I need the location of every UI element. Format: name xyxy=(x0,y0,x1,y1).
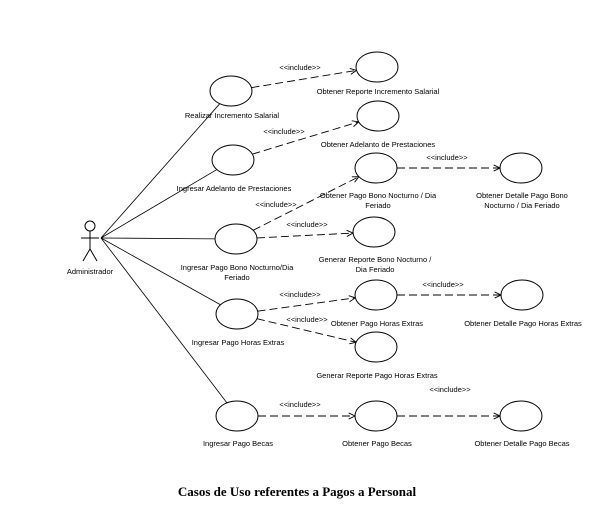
actor-left-leg xyxy=(82,248,91,262)
include-line xyxy=(256,232,354,239)
include-label: <<include>> xyxy=(429,385,471,394)
use-case-label-line: Obtener Pago Horas Extras xyxy=(331,319,423,328)
association-line xyxy=(100,103,221,239)
use-case-label-line: Generar Reporte Bono Nocturno / xyxy=(319,255,432,264)
use-case-ellipse xyxy=(211,144,255,176)
diagram-caption: Casos de Uso referentes a Pagos a Person… xyxy=(177,484,417,499)
use-case-label: Obtener Detalle Pago Horas Extras xyxy=(464,319,582,328)
use-case-ellipse xyxy=(354,331,398,363)
use-case-label-line: Obtener Reporte Incremento Salarial xyxy=(317,87,440,96)
include-label: <<include>> xyxy=(263,127,305,136)
include-label: <<include>> xyxy=(426,153,468,162)
include-label: <<include>> xyxy=(279,400,321,409)
use-case-obtener-reporte-incremento: Obtener Reporte Incremento Salarial xyxy=(317,51,440,96)
use-case-label-line: Ingresar Adelanto de Prestaciones xyxy=(177,184,292,193)
use-case-generar-reporte-horas: Generar Reporte Pago Horas Extras xyxy=(316,331,438,380)
use-case-label-line: Obtener Detalle Pago Bono xyxy=(476,191,568,200)
include-arrowhead xyxy=(351,120,360,127)
use-case-ellipse xyxy=(355,51,399,83)
association-lines xyxy=(100,103,228,404)
use-case-label-line: Feriado xyxy=(224,273,249,282)
use-case-label-line: Realizar Incremento Salarial xyxy=(185,111,280,120)
use-case-label: Generar Reporte Pago Horas Extras xyxy=(316,371,438,380)
use-case-label: Ingresar Adelanto de Prestaciones xyxy=(177,184,292,193)
use-case-ellipse xyxy=(356,100,400,132)
include-label: <<include>> xyxy=(286,315,328,324)
use-case-label-line: Ingresar Pago Becas xyxy=(203,439,273,448)
include-line xyxy=(252,176,360,231)
use-case-label: Ingresar Pago Becas xyxy=(203,439,273,448)
use-case-label-line: Feriado xyxy=(365,201,390,210)
use-case-label-line: Obtener Pago Bono Nocturno / Dia xyxy=(320,191,437,200)
use-case-label-line: Obtener Detalle Pago Becas xyxy=(474,439,569,448)
actor-label: Administrador xyxy=(67,267,114,276)
use-case-ellipse xyxy=(209,75,253,107)
use-case-label-line: Obtener Detalle Pago Horas Extras xyxy=(464,319,582,328)
association-line xyxy=(100,169,218,239)
use-case-label: Obtener Pago Becas xyxy=(342,439,412,448)
include-label: <<include>> xyxy=(422,280,464,289)
use-case-obtener-pago-horas: Obtener Pago Horas Extras xyxy=(331,279,423,328)
include-label: <<include>> xyxy=(279,63,321,72)
use-case-ellipse xyxy=(354,400,398,432)
include-line xyxy=(251,69,357,89)
include-label: <<include>> xyxy=(255,200,297,209)
use-case-label: Obtener Reporte Incremento Salarial xyxy=(317,87,440,96)
use-case-ellipse xyxy=(215,298,259,330)
use-case-ingresar-adelanto: Ingresar Adelanto de Prestaciones xyxy=(177,144,292,193)
use-case-ellipse xyxy=(500,279,544,311)
actor-administrador: Administrador xyxy=(67,220,114,276)
use-case-label-line: Nocturno / Dia Feriado xyxy=(484,201,559,210)
use-case-label: Ingresar Pago Horas Extras xyxy=(192,338,285,347)
include-label: <<include>> xyxy=(279,290,321,299)
use-case-label-line: Obtener Adelanto de Prestaciones xyxy=(321,140,435,149)
actor-right-leg xyxy=(89,248,98,262)
actor-head xyxy=(84,220,96,232)
association-line xyxy=(100,237,221,306)
use-case-ingresar-pago-becas: Ingresar Pago Becas xyxy=(203,400,273,448)
use-case-label: Generar Reporte Bono Nocturno /Dia Feria… xyxy=(319,255,432,274)
use-case-obtener-pago-becas: Obtener Pago Becas xyxy=(342,400,412,448)
use-case-ellipse xyxy=(499,400,543,432)
use-case-obtener-detalle-horas: Obtener Detalle Pago Horas Extras xyxy=(464,279,582,328)
use-case-ellipse xyxy=(499,152,543,184)
include-line xyxy=(257,297,356,312)
use-cases: Realizar Incremento Salarial Obtener Repo… xyxy=(177,51,582,448)
use-case-label: Realizar Incremento Salarial xyxy=(185,111,280,120)
use-case-label: Obtener Detalle Pago Becas xyxy=(474,439,569,448)
use-case-label-line: Ingresar Pago Bono Nocturno/Dia xyxy=(181,263,294,272)
use-case-ellipse xyxy=(354,152,398,184)
use-case-generar-reporte-bono: Generar Reporte Bono Nocturno /Dia Feria… xyxy=(319,216,432,274)
use-case-ingresar-pago-horas: Ingresar Pago Horas Extras xyxy=(192,298,285,347)
include-arrowhead xyxy=(348,295,357,303)
use-case-ellipse xyxy=(215,400,259,432)
use-case-diagram: <<include>> <<include>> <<include>> <<inclu… xyxy=(67,51,582,448)
include-line xyxy=(252,121,359,155)
use-case-label: Obtener Adelanto de Prestaciones xyxy=(321,140,435,149)
include-arrowhead xyxy=(349,337,358,345)
include-label: <<include>> xyxy=(286,220,328,229)
include-line xyxy=(256,318,357,343)
use-case-ellipse xyxy=(354,279,398,311)
use-case-label-line: Generar Reporte Pago Horas Extras xyxy=(316,371,438,380)
use-case-ellipse xyxy=(214,223,258,255)
use-case-label: Obtener Pago Horas Extras xyxy=(331,319,423,328)
use-case-obtener-detalle-becas: Obtener Detalle Pago Becas xyxy=(474,400,570,448)
association-line xyxy=(100,237,228,404)
use-case-label-line: Obtener Pago Becas xyxy=(342,439,412,448)
use-case-realizar-incremento: Realizar Incremento Salarial xyxy=(185,75,280,120)
use-case-label-line: Dia Feriado xyxy=(356,265,395,274)
use-case-ellipse xyxy=(352,216,396,248)
use-case-label-line: Ingresar Pago Horas Extras xyxy=(192,338,285,347)
association-line xyxy=(100,237,216,240)
use-case-obtener-adelanto: Obtener Adelanto de Prestaciones xyxy=(321,100,435,149)
